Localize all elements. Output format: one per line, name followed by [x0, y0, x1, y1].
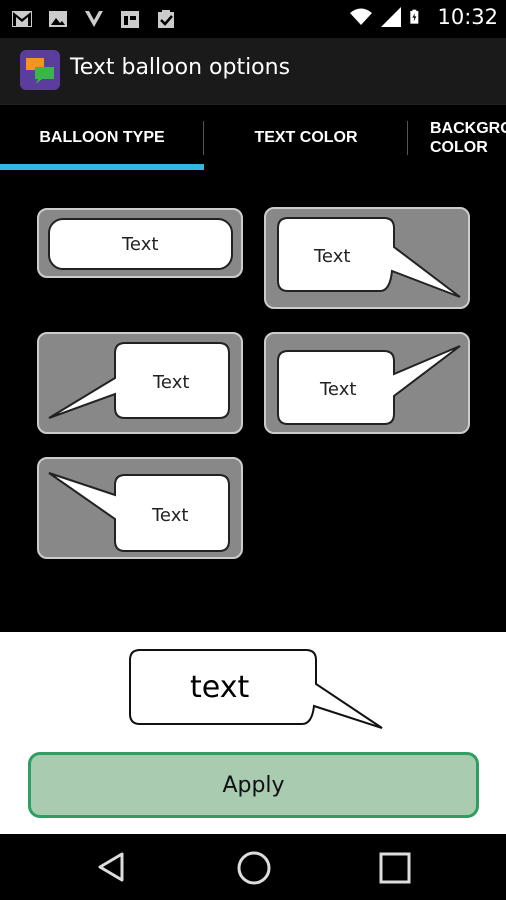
app-bar: Text balloon options — [0, 38, 506, 104]
tab-balloon-type[interactable]: BALLOON TYPE — [0, 105, 204, 171]
tab-background-color[interactable]: BACKGRO COLOR — [408, 105, 506, 171]
navigation-bar — [0, 834, 506, 900]
gmail-icon — [12, 11, 32, 27]
home-icon[interactable] — [236, 850, 272, 886]
back-icon[interactable] — [94, 850, 128, 884]
wifi-icon — [350, 8, 373, 25]
balloon-option-label: Text — [314, 246, 351, 267]
tab-divider — [203, 121, 204, 155]
image-icon — [49, 11, 67, 27]
balloon-option-label: Text — [152, 505, 189, 526]
clipboard-check-icon — [158, 10, 174, 28]
tab-text-color-label: TEXT COLOR — [254, 129, 358, 146]
balloon-option-tail-bottom-left[interactable]: Text — [37, 332, 243, 434]
calendar-icon — [121, 11, 139, 28]
balloon-option-label: Text — [122, 234, 159, 255]
status-time: 10:32 — [437, 5, 498, 29]
balloon-shape — [48, 342, 230, 419]
status-right-icons: 10:32 — [349, 5, 498, 29]
preview-text: text — [190, 670, 250, 705]
balloon-option-tail-top-left[interactable]: Text — [37, 457, 243, 559]
preview-balloon — [129, 649, 383, 729]
balloon-option-tail-top-right[interactable]: Text — [264, 332, 470, 434]
tab-text-color[interactable]: TEXT COLOR — [204, 105, 408, 171]
nvidia-icon — [85, 11, 103, 27]
preview-area: text Apply — [0, 632, 506, 834]
tab-background-color-label-line2: COLOR — [430, 139, 488, 156]
status-bar: 10:32 — [0, 0, 506, 38]
status-left-icons — [10, 7, 178, 31]
balloon-shape — [277, 345, 461, 425]
signal-icon — [381, 7, 402, 27]
apply-button[interactable]: Apply — [28, 752, 479, 818]
balloon-option-tail-bottom-right[interactable]: Text — [264, 207, 470, 309]
recents-icon[interactable] — [378, 851, 412, 885]
tab-divider — [407, 121, 408, 155]
balloon-shape — [277, 217, 461, 298]
tab-bar: BALLOON TYPE TEXT COLOR BACKGRO COLOR — [0, 104, 506, 172]
balloon-option-no-tail[interactable]: Text — [37, 208, 243, 278]
balloon-option-label: Text — [153, 372, 190, 393]
tab-background-color-label: BACKGRO COLOR — [430, 119, 506, 157]
app-title: Text balloon options — [70, 55, 291, 80]
apply-button-label: Apply — [222, 772, 285, 798]
balloon-app-icon — [20, 50, 60, 90]
tab-background-color-label-line1: BACKGRO — [430, 120, 506, 137]
balloon-shape — [48, 472, 230, 552]
tab-balloon-type-label: BALLOON TYPE — [39, 129, 165, 146]
selected-tab-indicator — [0, 164, 204, 170]
battery-charging-icon — [410, 9, 419, 24]
balloon-option-label: Text — [320, 379, 357, 400]
balloon-shape — [48, 218, 233, 270]
